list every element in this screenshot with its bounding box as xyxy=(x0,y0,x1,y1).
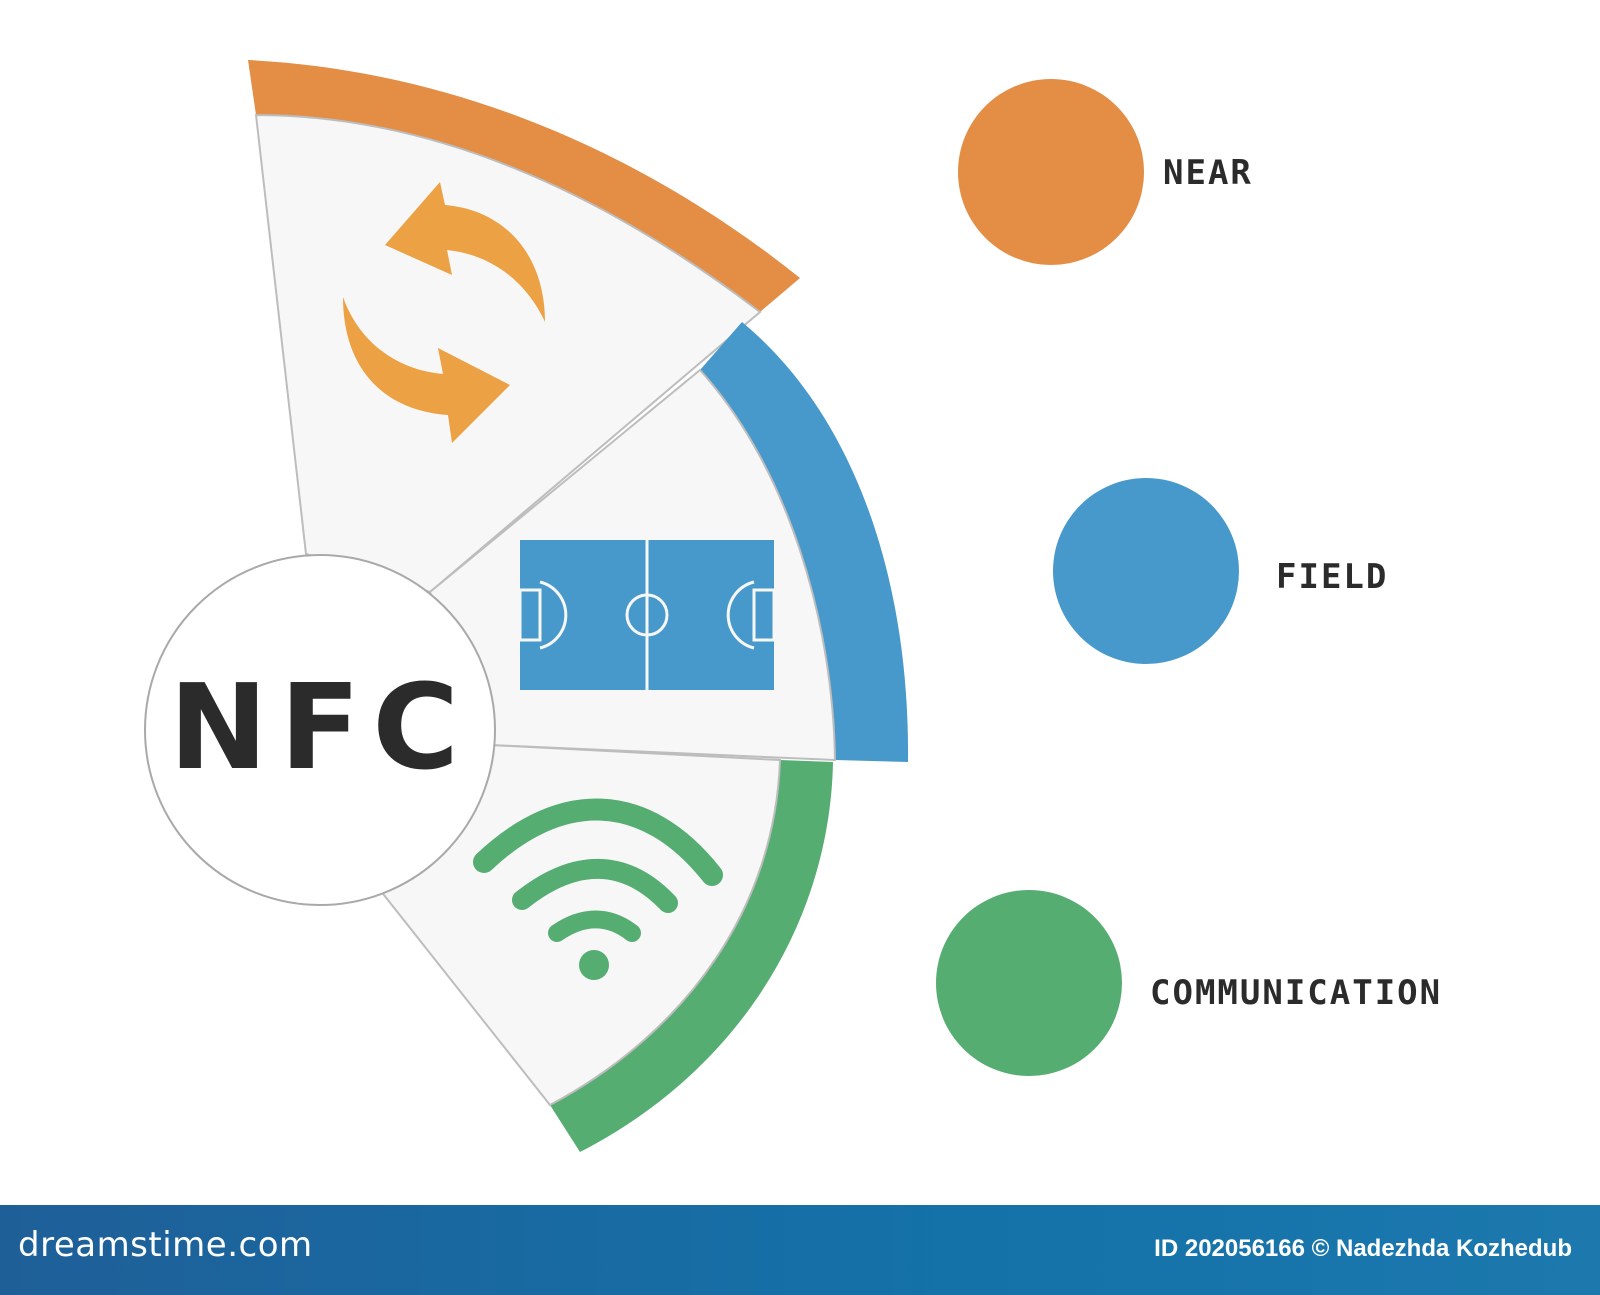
legend-label-field: FIELD xyxy=(1276,557,1389,597)
segment-near-panel xyxy=(254,113,762,594)
segment-communication xyxy=(378,743,833,1152)
segment-near-band xyxy=(248,60,800,312)
footer-brand[interactable]: dreamstime.com xyxy=(18,1225,313,1265)
legend-label-communication: COMMUNICATION xyxy=(1150,973,1443,1013)
sync-arrows-icon xyxy=(343,182,545,443)
center-badge: NFC xyxy=(144,554,496,906)
segment-field xyxy=(428,322,909,762)
soccer-field-icon xyxy=(518,540,776,690)
legend-dot-communication xyxy=(936,890,1122,1076)
legend-dot-near xyxy=(958,79,1144,265)
footer-bar: dreamstime.com ID 202056166 © Nadezhda K… xyxy=(0,1205,1600,1295)
legend-dot-field xyxy=(1053,478,1239,664)
segment-communication-band xyxy=(550,760,833,1152)
legend-label-near: NEAR xyxy=(1163,153,1253,193)
wifi-icon xyxy=(473,798,723,980)
segment-field-band xyxy=(700,322,909,762)
center-label: NFC xyxy=(169,658,471,796)
footer-credit: ID 202056166 © Nadezhda Kozhedub xyxy=(1154,1235,1572,1262)
segment-near xyxy=(248,60,800,594)
nfc-diagram: NFC xyxy=(144,60,1239,1152)
